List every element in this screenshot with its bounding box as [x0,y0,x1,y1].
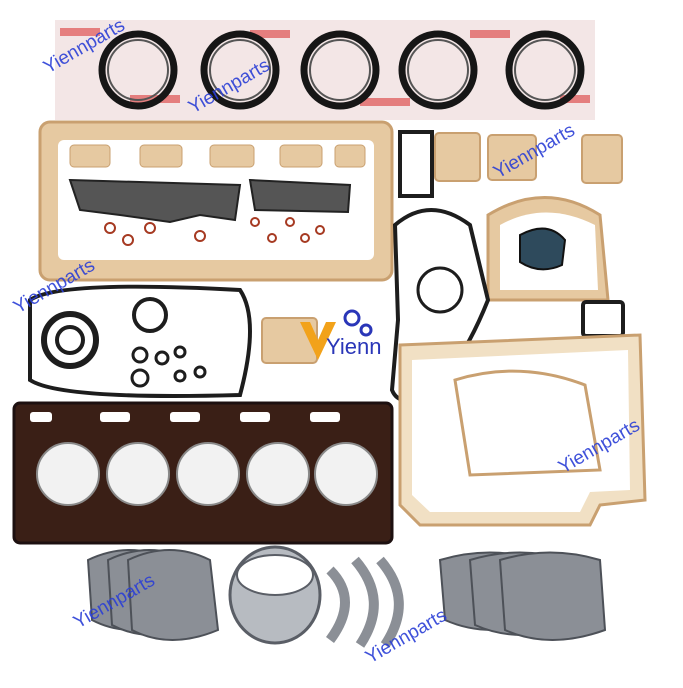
yienn-logo [261,309,373,364]
thrust-washers [325,556,404,648]
oil-seals-and-orings [28,284,252,398]
main-bearings-left [86,549,220,641]
piston-ring-sets [55,20,595,120]
valve-cover-gasket [38,120,394,282]
oil-pan-gasket [398,333,647,527]
logo-wordmark: Yienn [326,334,382,359]
cylinder-head-gasket [12,401,394,545]
small-gaskets-top-right [398,130,623,198]
rod-bearings-right [438,551,607,641]
thrust-bearing-ring [228,545,322,645]
front-cover-gasket [486,196,625,338]
